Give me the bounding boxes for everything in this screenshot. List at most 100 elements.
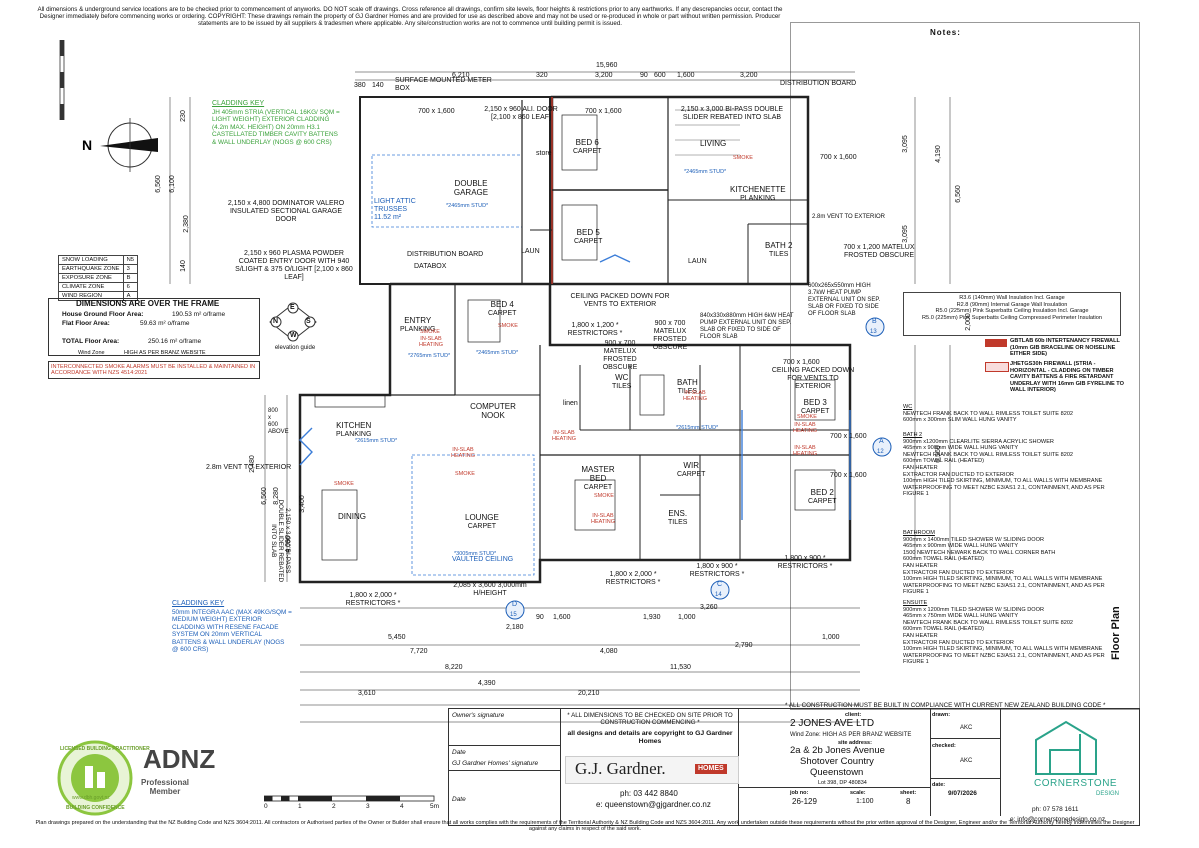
divider [930,708,931,816]
scale-tick: 0 [264,803,268,810]
stud-label: *2465mm STUD* [476,350,519,356]
room-ens: ENS.TILES [668,509,688,527]
insulation-notes: R3.6 (140mm) Wall Insulation Incl. Garag… [903,292,1121,336]
dim-label: 90 [536,614,544,621]
site-address-2: Shotover Country [800,756,874,767]
dim-label: 6,210 [452,72,470,79]
door-960-note: 2,150 x 960 ALI. DOOR [2,100 x 860 LEAF] [484,106,558,121]
in-slab-label: IN-SLAB HEATING [590,513,616,525]
stud-label: *2465mm STUD* [684,169,727,175]
divider [560,708,561,826]
copyright-notice: all designs and details are copyright to… [567,730,733,745]
dim-label: 140 [179,260,187,272]
list-item: 600mm x 300mm SLIM WALL HUNG VANITY [903,417,1017,424]
dim-label: 3,095 [901,225,909,243]
cladding-key-2-text: 50mm INTEGRA AAC (MAX 49KG/SQM = MEDIUM … [172,609,292,654]
ceiling-packed-2-note: CEILING PACKED DOWN FOR VENTS TO EXTERIO… [771,367,855,390]
restrictors-2-note: 1,800 x 2,000 * RESTRICTORS * [345,592,401,607]
distribution-board-note: DISTRIBUTION BOARD [407,251,484,258]
scale-value: 1:100 [856,798,874,805]
window-size-side: 800 x 600 ABOVE [268,408,289,435]
gj-homes: HOMES [695,764,727,774]
dim-label: 600 [654,72,666,79]
cornerstone-brand: CORNERSTONE [1034,778,1118,789]
vaulted-ceiling: VAULTED CEILING [452,556,514,563]
dim-label: 6,560 [260,487,268,505]
divider [448,745,560,746]
cornerstone-sub: DESIGN [1096,791,1120,797]
vent-note-2: 2.8m VENT TO EXTERIOR [812,214,886,220]
job-label: job no: [790,790,809,796]
dim-label: 8,280 [272,487,280,505]
owner-signature-label: Owner's signature [452,712,505,719]
elev-nn: N [273,318,279,325]
room-laun-flat: LAUN [688,258,707,265]
window-size-label: 700 x 1,600 [585,108,622,115]
dim-label: 7,720 [410,648,428,655]
smoke-label: SMOKE [455,471,475,477]
divider [1000,708,1001,816]
site-label: site address: [838,740,872,746]
section-a: A [879,438,884,445]
adnz-logo: ADNZ [143,744,216,774]
divider [448,770,560,771]
gj-phone: ph: 03 442 8840 [620,789,678,798]
vertical-scale [59,40,65,120]
footer-notice: Plan drawings prepared on the understand… [35,820,1135,833]
jhetgs-note: JHETGS30h FIREWALL (STRIA - HORIZONTAL -… [1010,361,1124,394]
dim-label: 5,450 [388,634,406,641]
dim-label: 1,600 [677,72,695,79]
dim-label: 90 [640,72,648,79]
matelux-3-note: 900 x 700 MATELUX FROSTED OBSCURE [602,340,638,371]
scale-bar [264,795,435,802]
room-living: LIVING [700,139,727,148]
section-c: C [717,581,723,588]
divider [930,778,1000,779]
list-item: 465mm x 900mm WIDE WALL HUNG VANITY [903,543,1019,550]
room-computer-nook: COMPUTER NOOK [470,402,516,420]
dim-label: 6,100 [168,175,176,193]
notes-frame [790,22,1140,710]
dim-label: 6,560 [154,175,162,193]
divider [738,787,930,788]
window-size-label: 700 x 1,600 [820,154,857,161]
smoke-label: SMOKE [797,414,817,420]
section-b: B [872,318,877,325]
dim-label: 3,400 [298,495,306,513]
list-item: 900mm x1200mm CLEARLITE SIERRA ACRYLIC S… [903,438,1054,445]
smoke-label: SMOKE [420,329,440,335]
databox-note: DATABOX [414,263,447,270]
dim-label: 4,090 [284,535,292,553]
ensuite-notes: ENSUITE 900mm x 1200mm TILED SHOWER W/ S… [903,600,1121,666]
elevation-guide-icon [269,302,317,342]
room-garage: DOUBLE GARAGE [453,179,489,197]
bathroom-notes: BATHROOM 900mm x 1400mm TILED SHOWER W/ … [903,530,1121,596]
dim-label: 230 [179,110,187,122]
stud-label: *2465mm STUD* [446,203,489,209]
window-size-label: 700 x 1,600 [830,433,867,440]
stud-label: *3005mm STUD* [454,551,497,557]
dim-label: 2,480 [248,455,256,473]
list-item: EXTRACTOR FAN DUCTED TO EXTERIOR [903,471,1014,478]
dim-label: 1,600 [553,614,571,621]
svg-text:N: N [82,137,92,153]
cornerstone-phone: ph: 07 578 1611 [1032,806,1079,813]
jhetgs-swatch [985,362,1009,372]
client-name: 2 JONES AVE LTD [790,718,875,729]
heat-pump-note: 600x265x550mm HIGH 3.7kW HEAT PUMP EXTER… [808,283,881,317]
distribution-board-top: DISTRIBUTION BOARD [780,80,857,87]
lbp-bottom: BUILDING CONFIDENCE [66,805,125,811]
site-address-1: 2a & 2b Jones Avenue [790,745,885,756]
date-label-2: Date [452,796,466,803]
lot-number: Lot 398, DP 480834 [818,780,867,786]
dim-label: 4,390 [478,680,496,687]
entry-door-note: 2,150 x 960 PLASMA POWDER COATED ENTRY D… [235,250,353,281]
section-d: D [512,601,518,608]
scale-tick: 3 [366,803,370,810]
